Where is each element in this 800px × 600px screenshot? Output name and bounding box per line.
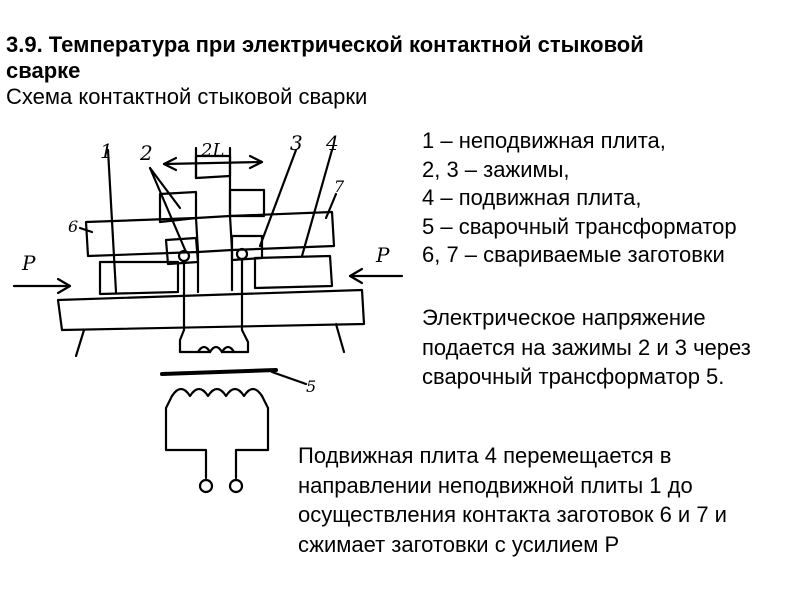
legend-item: 5 – сварочный трансформатор bbox=[422, 213, 737, 239]
legend-item: 4 – подвижная плита, bbox=[422, 185, 642, 210]
legend-item: 6, 7 – свариваемые заготовки bbox=[422, 242, 725, 267]
voltage-paragraph: Электрическое напряжение подается на заж… bbox=[422, 305, 751, 389]
workpiece-6 bbox=[84, 216, 200, 258]
plate-4-block bbox=[253, 254, 334, 290]
legend-item: 2, 3 – зажимы, bbox=[422, 156, 570, 182]
label-force-left: P bbox=[21, 251, 36, 275]
transformer-primary bbox=[170, 387, 264, 398]
label-2l: 2L bbox=[200, 140, 224, 161]
welding-scheme-diagram: 1 2 3 4 5 6 7 2L P P bbox=[12, 131, 404, 494]
label-force-right: P bbox=[375, 243, 390, 267]
label-3: 3 bbox=[290, 131, 303, 155]
label-1: 1 bbox=[100, 139, 113, 163]
label-2: 2 bbox=[139, 141, 153, 165]
transformer-core bbox=[160, 368, 278, 376]
clamp-3 bbox=[228, 188, 266, 218]
plate-1-block bbox=[98, 260, 180, 296]
clamp-2 bbox=[158, 190, 198, 224]
workpiece-7 bbox=[228, 210, 336, 252]
label-6: 6 bbox=[68, 217, 78, 236]
legend-item: 1 – неподвижная плита, bbox=[422, 128, 666, 153]
slide-subtitle: Схема контактной стыковой сварки bbox=[6, 84, 368, 109]
base-plate bbox=[56, 288, 366, 332]
slide-title: 3.9. Температура при электрической конта… bbox=[6, 32, 644, 83]
label-4: 4 bbox=[325, 131, 339, 155]
legend-list: 1 – неподвижная плита, 2, 3 – зажимы, 4 … bbox=[422, 127, 800, 270]
label-7: 7 bbox=[334, 177, 345, 196]
label-5: 5 bbox=[306, 377, 316, 396]
motion-paragraph: Подвижная плита 4 перемещается в направл… bbox=[298, 443, 727, 557]
